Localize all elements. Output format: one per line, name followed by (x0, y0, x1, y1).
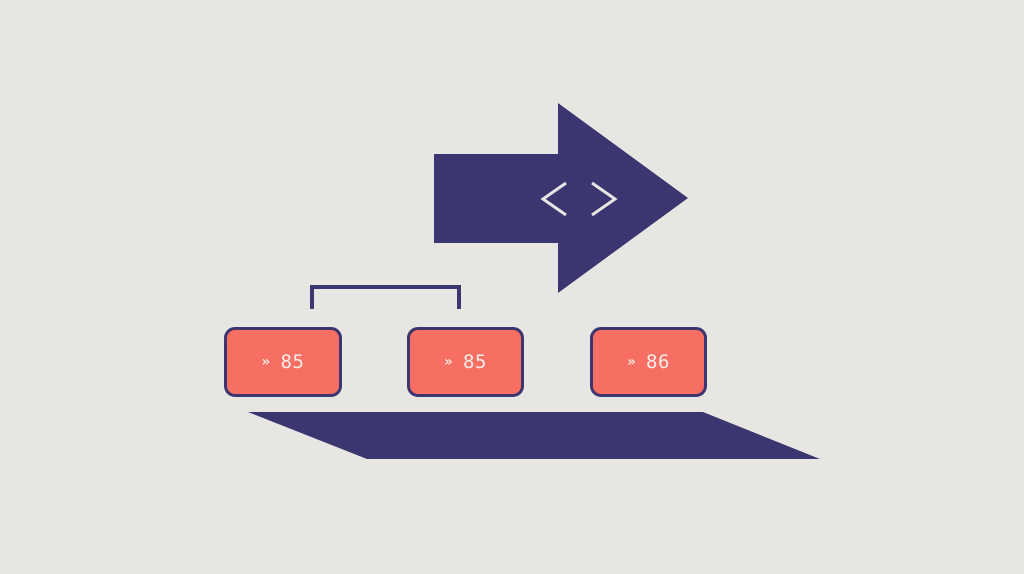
value-tag-3: » 86 (590, 327, 707, 397)
code-symbol-right-bracket (591, 181, 618, 217)
chevron-double-icon: » (261, 354, 271, 370)
tag-value: 85 (280, 351, 305, 373)
code-symbol-left-bracket (540, 181, 567, 217)
tag-value: 86 (646, 351, 670, 373)
value-tag-2: » 85 (407, 327, 524, 397)
grouping-bracket (310, 285, 461, 309)
tag-value: 85 (463, 351, 487, 373)
base-platform-shape (248, 412, 820, 459)
right-arrow-shape (434, 103, 688, 293)
value-tag-1: » 85 (224, 327, 342, 397)
chevron-double-icon: » (444, 354, 454, 370)
chevron-double-icon: » (627, 354, 637, 370)
